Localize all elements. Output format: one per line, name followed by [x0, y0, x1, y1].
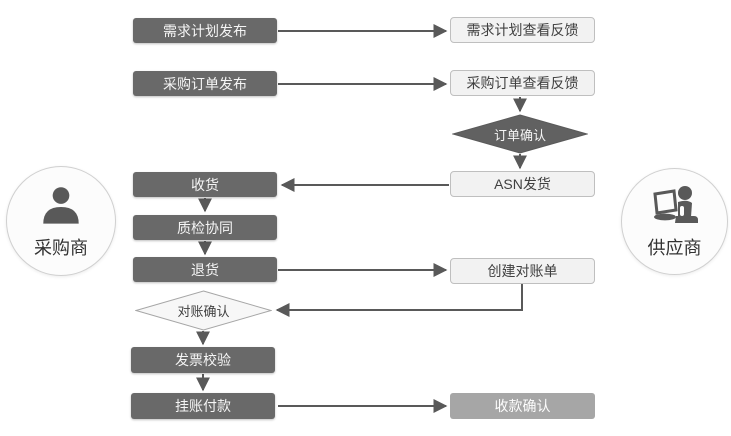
node-book-payment: 挂账付款	[131, 393, 275, 419]
decision-order-confirm-label: 订单确认	[493, 127, 546, 143]
node-receipt-confirm: 收款确认	[450, 393, 595, 419]
decision-statement-confirm: 对账确认	[135, 290, 272, 331]
actor-supplier-label: 供应商	[647, 237, 702, 258]
node-receive-goods: 收货	[133, 172, 277, 197]
actor-buyer-label: 采购商	[34, 238, 88, 258]
person-laptop-icon	[649, 184, 701, 232]
diamond-shape	[452, 114, 588, 154]
connector-statement-to-confirm	[275, 284, 523, 317]
diamond-shape	[135, 290, 272, 331]
decision-statement-confirm-label: 对账确认	[177, 304, 230, 319]
node-po-feedback: 采购订单查看反馈	[450, 70, 595, 96]
node-po-publish: 采购订单发布	[133, 71, 277, 96]
node-create-statement: 创建对账单	[450, 258, 595, 284]
decision-order-confirm: 订单确认	[452, 114, 588, 154]
actor-buyer: 采购商	[6, 166, 116, 276]
node-return-goods: 退货	[133, 257, 277, 282]
node-invoice-verify: 发票校验	[131, 347, 275, 373]
node-quality-collab: 质检协同	[133, 215, 277, 240]
node-asn-ship: ASN发货	[450, 171, 595, 197]
actor-supplier: 供应商	[621, 168, 728, 275]
person-icon	[36, 182, 86, 232]
node-demand-plan-publish: 需求计划发布	[133, 18, 277, 43]
node-demand-plan-feedback: 需求计划查看反馈	[450, 17, 595, 43]
